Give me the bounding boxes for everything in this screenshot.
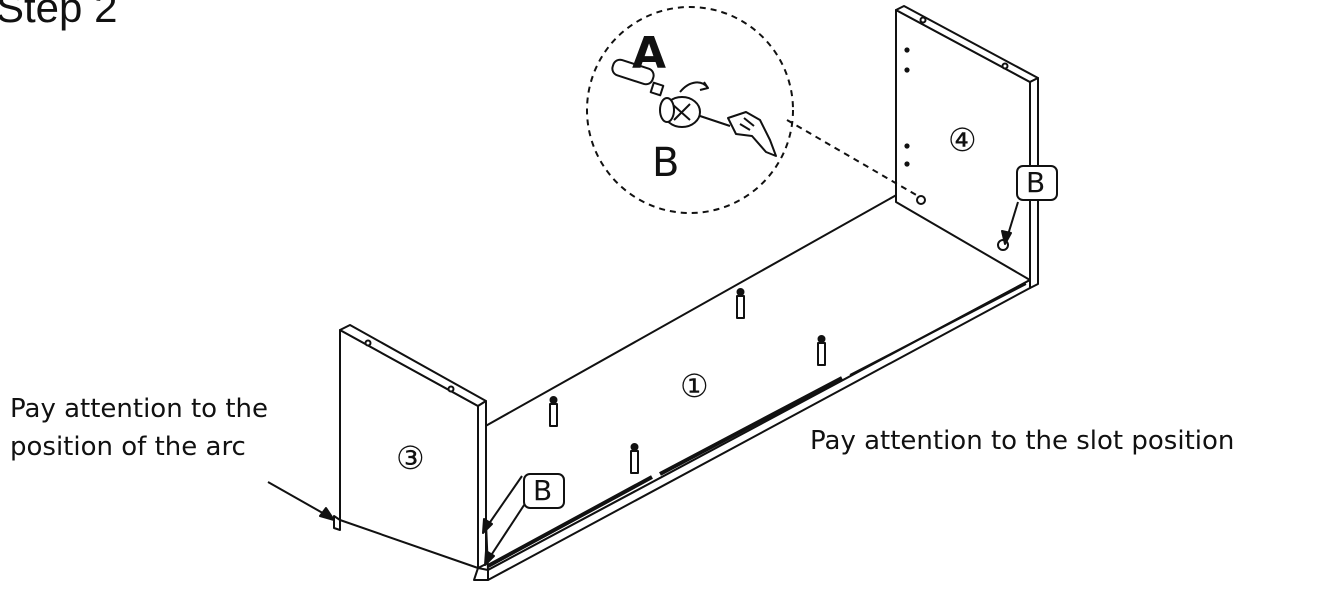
panel-label-3: ③ (396, 439, 425, 477)
dowel-icon (549, 396, 558, 427)
part-b-box (523, 473, 565, 509)
part-b-box (1016, 165, 1058, 201)
arc-note-line-1: Pay attention to the (10, 394, 268, 424)
screwdriver-icon (611, 58, 665, 97)
part-b-label: B (533, 474, 553, 507)
part-b-detail-label: B (652, 140, 680, 186)
slot-note: Pay attention to the slot position (810, 426, 1235, 456)
panel-label-4: ④ (948, 121, 977, 159)
arc-note: Pay attention to the position of the arc (10, 390, 268, 466)
step-title: Step 2 (0, 0, 118, 31)
dowel-icon (630, 443, 639, 474)
right-side-panel (895, 5, 1039, 289)
part-b-label: B (1026, 166, 1046, 199)
panel-label-1: ① (680, 367, 709, 405)
dowels (549, 288, 826, 474)
dowel-icon (817, 335, 826, 366)
left-side-panel (333, 324, 487, 569)
bottom-panel (473, 192, 1031, 581)
detail-leader-line (786, 119, 919, 197)
arc-note-line-2: position of the arc (10, 432, 246, 462)
cam-lock-icon (611, 58, 777, 157)
cam-hole-icon (916, 195, 926, 205)
dowel-icon (736, 288, 745, 319)
hand-icon (727, 111, 777, 157)
part-a-label: A (632, 28, 667, 79)
arrows (267, 201, 1019, 566)
